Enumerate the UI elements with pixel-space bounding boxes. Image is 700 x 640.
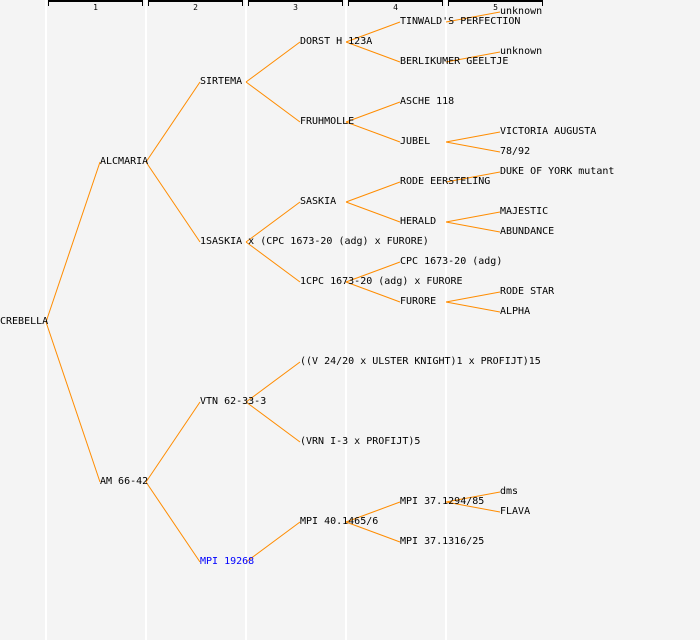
- ancestor-gen5[interactable]: ALPHA: [500, 306, 531, 317]
- pedigree-link: [145, 481, 201, 563]
- pedigree-link: [345, 521, 401, 543]
- pedigree-link: [445, 491, 501, 503]
- pedigree-link: [345, 501, 401, 523]
- pedigree-link: [345, 41, 401, 63]
- generation-header-1: 1: [48, 0, 143, 12]
- pedigree-link: [345, 261, 401, 283]
- pedigree-link: [245, 241, 301, 283]
- ancestor-gen4[interactable]: JUBEL: [400, 136, 431, 147]
- ancestor-gen4[interactable]: TINWALD'S PERFECTION: [400, 16, 521, 27]
- ancestor-gen2[interactable]: SIRTEMA: [200, 76, 243, 87]
- ancestor-gen3[interactable]: 1CPC 1673-20 (adg) x FURORE: [300, 276, 463, 287]
- ancestor-gen2[interactable]: 1SASKIA x (CPC 1673-20 (adg) x FURORE): [200, 236, 429, 247]
- pedigree-link: [445, 11, 501, 23]
- generation-header-2: 2: [148, 0, 243, 12]
- pedigree-link: [245, 401, 301, 443]
- pedigree-link: [345, 121, 401, 143]
- ancestor-gen5[interactable]: VICTORIA AUGUSTA: [500, 126, 597, 137]
- pedigree-link: [445, 211, 501, 223]
- ancestor-gen3[interactable]: DORST H 123A: [300, 36, 373, 47]
- pedigree-link: [245, 41, 301, 83]
- pedigree-link: [445, 141, 501, 153]
- column-separator: [345, 0, 347, 640]
- ancestor-gen5[interactable]: RODE STAR: [500, 286, 555, 297]
- column-separator: [245, 0, 247, 640]
- pedigree-link: [145, 161, 201, 243]
- generation-number: 3: [293, 3, 298, 12]
- ancestor-gen5[interactable]: unknown: [500, 46, 543, 57]
- column-separator: [45, 0, 47, 640]
- ancestor-gen4[interactable]: HERALD: [400, 216, 437, 227]
- pedigree-link: [145, 401, 201, 483]
- ancestor-gen5[interactable]: MAJESTIC: [500, 206, 549, 217]
- ancestor-gen4[interactable]: RODE EERSTELING: [400, 176, 491, 187]
- ancestor-gen4[interactable]: MPI 37.1294/85: [400, 496, 485, 507]
- pedigree-link: [145, 81, 201, 163]
- column-separator: [145, 0, 147, 640]
- ancestor-gen4[interactable]: BERLIKUMER GEELTJE: [400, 56, 509, 67]
- ancestor-gen2[interactable]: MPI 19268: [200, 556, 255, 567]
- pedigree-link: [245, 361, 301, 403]
- ancestor-gen3[interactable]: ((V 24/20 x ULSTER KNIGHT)1 x PROFIJT)15: [300, 356, 541, 367]
- generation-header-5: 5: [448, 0, 543, 12]
- generation-number: 5: [493, 3, 498, 12]
- pedigree-link: [45, 161, 101, 323]
- root-animal[interactable]: CREBELLA: [0, 316, 49, 327]
- pedigree-link: [245, 81, 301, 123]
- pedigree-link: [245, 201, 301, 243]
- ancestor-gen4[interactable]: CPC 1673-20 (adg): [400, 256, 503, 267]
- pedigree-link: [445, 171, 501, 183]
- pedigree-link: [345, 181, 401, 203]
- ancestor-gen3[interactable]: SASKIA: [300, 196, 337, 207]
- ancestor-gen4[interactable]: ASCHE 118: [400, 96, 455, 107]
- ancestor-gen5[interactable]: FLAVA: [500, 506, 531, 517]
- ancestor-gen4[interactable]: MPI 37.1316/25: [400, 536, 485, 547]
- pedigree-link: [345, 201, 401, 223]
- pedigree-link: [345, 281, 401, 303]
- ancestor-gen5[interactable]: dms: [500, 486, 519, 497]
- generation-number: 2: [193, 3, 198, 12]
- column-separator: [445, 0, 447, 640]
- ancestor-gen1[interactable]: ALCMARIA: [100, 156, 149, 167]
- ancestor-gen3[interactable]: FRUHMOLLE: [300, 116, 355, 127]
- pedigree-link: [345, 21, 401, 43]
- ancestor-gen2[interactable]: VTN 62-33-3: [200, 396, 267, 407]
- generation-number: 1: [93, 3, 98, 12]
- pedigree-link: [445, 221, 501, 233]
- pedigree-link: [245, 521, 301, 563]
- ancestor-gen5[interactable]: unknown: [500, 6, 543, 17]
- pedigree-link: [45, 321, 101, 483]
- ancestor-gen1[interactable]: AM 66-42: [100, 476, 149, 487]
- ancestor-gen3[interactable]: MPI 40.1465/6: [300, 516, 379, 527]
- ancestor-gen5[interactable]: 78/92: [500, 146, 531, 157]
- pedigree-link: [445, 291, 501, 303]
- ancestor-gen3[interactable]: (VRN I-3 x PROFIJT)5: [300, 436, 421, 447]
- pedigree-link: [445, 501, 501, 513]
- ancestor-gen4[interactable]: FURORE: [400, 296, 437, 307]
- generation-number: 4: [393, 3, 398, 12]
- ancestor-gen5[interactable]: ABUNDANCE: [500, 226, 555, 237]
- generation-header-3: 3: [248, 0, 343, 12]
- ancestor-gen5[interactable]: DUKE OF YORK mutant: [500, 166, 615, 177]
- pedigree-link: [445, 131, 501, 143]
- pedigree-link: [445, 51, 501, 63]
- generation-header-4: 4: [348, 0, 443, 12]
- pedigree-link: [345, 101, 401, 123]
- pedigree-link: [445, 301, 501, 313]
